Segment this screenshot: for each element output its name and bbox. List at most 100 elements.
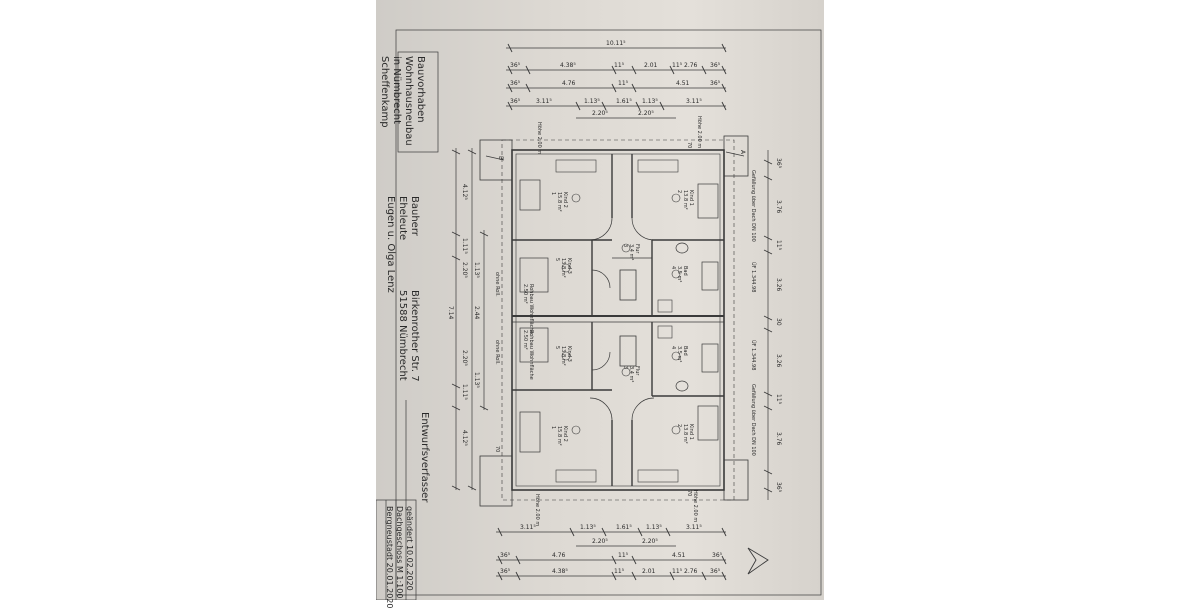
- dim-label: 3.11⁵: [686, 98, 702, 105]
- title-revision: geändert 10.02.2020 Dachgeschoss M 1:100…: [384, 506, 414, 608]
- dim-label: 11⁵: [775, 394, 782, 405]
- bed: [519, 257, 549, 293]
- note-ridge: Gefällung über Dach DN 100: [750, 384, 756, 456]
- note-ohne-roll: ohne Roll.: [494, 340, 500, 365]
- dim-label: 4.38⁵: [552, 568, 568, 575]
- dim-label: 3.26: [775, 278, 782, 292]
- dim-label: 2.20⁵: [592, 110, 608, 117]
- project-line: Bauvorhaben: [415, 56, 426, 123]
- dim-label: 3.76: [775, 432, 782, 446]
- dim-label: 11⁵: [672, 62, 683, 69]
- dim-label: 2.20⁵: [642, 538, 658, 545]
- revision-line: geändert 10.02.2020: [405, 506, 414, 591]
- dim-label: 3.11⁵: [520, 524, 536, 531]
- dim-label: 4.12⁵: [461, 430, 468, 446]
- dim-label: 11⁵: [618, 552, 629, 559]
- height-note: Höhe 2.00 m: [536, 122, 542, 155]
- dim-label: 2.76: [684, 568, 698, 575]
- dim-label: 4.76: [552, 552, 566, 559]
- dim-label: 1.13⁵: [642, 98, 658, 105]
- height-note: Höhe 2.00 m: [534, 494, 540, 527]
- bed: [697, 405, 719, 441]
- dim-label: 4.51: [672, 552, 686, 559]
- dim-label: 4.51: [676, 80, 690, 87]
- dim-label: 2.20⁵: [461, 262, 468, 278]
- roof-overhang: [501, 139, 735, 501]
- dim-label: 36⁵: [710, 62, 721, 69]
- project-line: in Nümbrecht: [391, 56, 402, 125]
- dim-label: 36⁵: [510, 98, 521, 105]
- project-line: Scheffenkamp: [379, 56, 390, 128]
- address-line: 51588 Nümbrecht: [397, 290, 408, 381]
- dim-label: 1.11⁵: [461, 384, 468, 400]
- dim-label: 1.13⁵: [584, 98, 600, 105]
- client-line: Eugen u. Olga Lenz: [385, 196, 396, 293]
- plan-annotations: Bauvorhaben Wohnhausneubau in Nümbrecht …: [376, 0, 824, 608]
- section-mark: A: [739, 150, 746, 155]
- dim-label: 2.76: [684, 62, 698, 69]
- paper-sheet: [376, 0, 824, 600]
- title-designer: Entwurfsverfasser: [419, 412, 430, 503]
- dim-label: 1.61⁵: [616, 524, 632, 531]
- dim-label: 1.11⁵: [461, 238, 468, 254]
- client-line: Bauherr: [409, 196, 420, 236]
- north-arrow: [747, 547, 769, 575]
- floor-plan-drawing: [376, 29, 822, 600]
- dim-label: 11⁵: [618, 80, 629, 87]
- title-address: Birkenrother Str. 7 51588 Nümbrecht: [396, 290, 420, 382]
- bed: [519, 327, 549, 363]
- note-ff: ÜF 1.344.98: [750, 340, 756, 371]
- dim-label: 1.61⁵: [616, 98, 632, 105]
- dim-label: 11⁵: [614, 568, 625, 575]
- dim-label: 36⁵: [712, 552, 723, 559]
- height-note: Höhe 2.00 m: [696, 116, 702, 149]
- bed: [519, 411, 541, 453]
- dim-label: 2.44: [473, 306, 480, 320]
- dim-label: 1.13⁵: [473, 372, 480, 388]
- building-outline: [511, 149, 725, 491]
- note-ohne-roll: ohne Roll.: [494, 272, 500, 297]
- dim-label: 11⁵: [775, 240, 782, 251]
- dim-label: 36⁵: [710, 80, 721, 87]
- sheet-frame: [395, 29, 822, 596]
- dim-label: 36⁵: [510, 80, 521, 87]
- address-line: Birkenrother Str. 7: [409, 290, 420, 382]
- revision-line: Bergneustadt 20.01.2020: [385, 506, 394, 608]
- title-project: Bauvorhaben Wohnhausneubau in Nümbrecht …: [378, 56, 426, 146]
- dim-label: 36⁵: [510, 62, 521, 69]
- dim-label: 1.13⁵: [473, 262, 480, 278]
- dim-label: 2.01: [644, 62, 658, 69]
- bed: [697, 183, 719, 219]
- dim-label: 36⁵: [710, 568, 721, 575]
- dim-label: 36⁵: [775, 482, 782, 493]
- dim-label: 1.13⁵: [646, 524, 662, 531]
- dim-label: 2.01: [642, 568, 656, 575]
- revision-line: Dachgeschoss M 1:100: [395, 506, 404, 599]
- dim-offset: 70: [686, 142, 692, 149]
- note-ff: ÜF 1.344.98: [750, 262, 756, 293]
- note-ridge: Gefällung über Dach DN 100: [750, 170, 756, 242]
- section-mark: B: [497, 156, 504, 161]
- dim-label: 30: [775, 318, 782, 326]
- dim-label: 4.76: [562, 80, 576, 87]
- dim-overall: 10.11⁵: [606, 40, 626, 47]
- dim-offset: 70: [494, 446, 500, 453]
- dim-label: 4.12⁵: [461, 184, 468, 200]
- dim-label: 3.26: [775, 354, 782, 368]
- height-note: Höhe 2.00 m: [692, 490, 698, 523]
- dim-label: 2.20⁵: [592, 538, 608, 545]
- dim-label: 3.76: [775, 200, 782, 214]
- dim-label: 36⁵: [500, 568, 511, 575]
- dim-label: 4.38⁵: [560, 62, 576, 69]
- dim-label: 11⁵: [672, 568, 683, 575]
- dim-label: 2.20⁵: [638, 110, 654, 117]
